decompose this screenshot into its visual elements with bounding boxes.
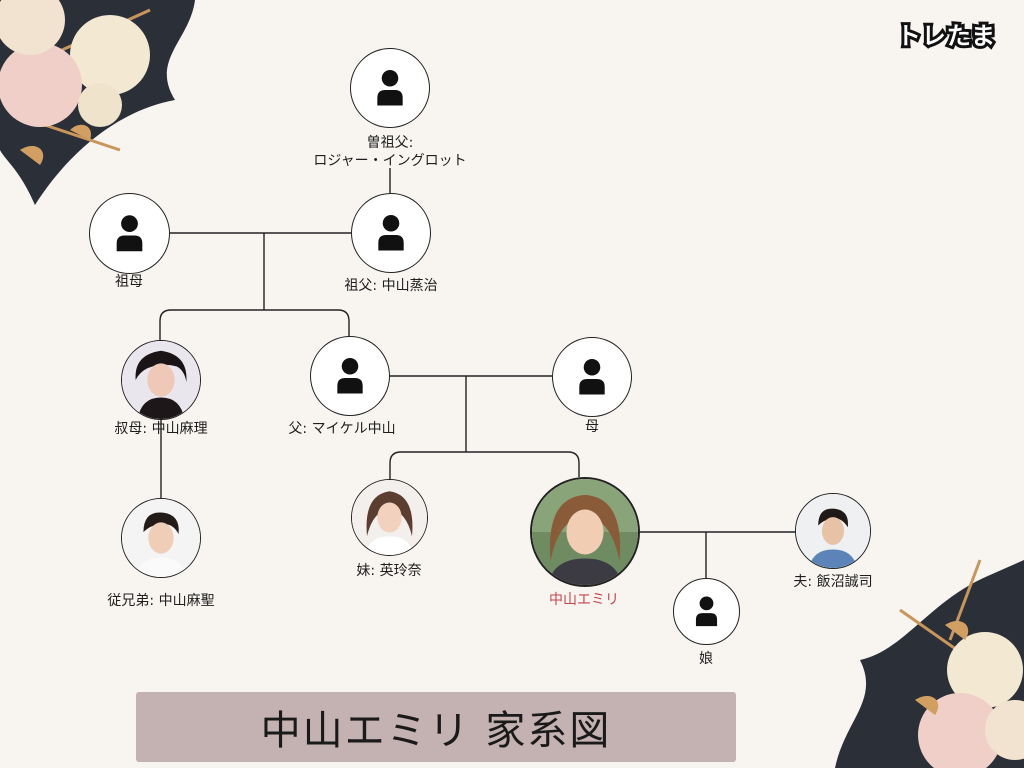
label-grandfather: 祖父: 中山蒸治 [344, 278, 438, 294]
node-great-grandfather [350, 48, 430, 128]
label-cousin: 従兄弟: 中山麻聖 [107, 593, 215, 609]
label-emiri: 中山エミリ [549, 592, 619, 608]
label-great-grandfather-line1: 曽祖父: [366, 135, 414, 151]
person-silhouette-icon [116, 215, 143, 252]
node-emiri [530, 477, 640, 587]
node-daughter [673, 578, 740, 645]
node-cousin [121, 498, 201, 578]
label-husband: 夫: 飯沼誠司 [793, 574, 873, 590]
node-grandmother [89, 193, 170, 274]
label-great-grandfather-line2: ロジャー・イングロット [313, 153, 467, 169]
node-aunt [121, 340, 201, 420]
brand-logo: トレたま [894, 19, 998, 53]
person-silhouette-icon [695, 596, 718, 627]
person-silhouette-icon [377, 69, 403, 106]
floral-decoration-top-left [0, 0, 195, 205]
node-father [310, 336, 390, 416]
label-mother: 母 [585, 419, 599, 435]
label-grandmother: 祖母 [115, 274, 143, 290]
label-father: 父: マイケル中山 [288, 421, 396, 437]
connector-grandparents-children [159, 233, 350, 340]
aunt-portrait-photo [122, 341, 200, 419]
emiri-portrait-photo [532, 479, 638, 585]
node-husband [795, 493, 871, 569]
label-aunt: 叔母: 中山麻理 [114, 421, 208, 437]
node-mother [552, 337, 632, 417]
person-silhouette-icon [337, 357, 363, 394]
label-daughter: 娘 [699, 651, 713, 667]
label-sister: 妹: 英玲奈 [356, 563, 422, 579]
husband-portrait-photo [796, 494, 870, 568]
title-banner: 中山エミリ 家系図 [136, 692, 736, 762]
connector-parents-children [389, 376, 580, 480]
person-silhouette-icon [579, 358, 605, 395]
page-title: 中山エミリ 家系図 [260, 708, 612, 754]
node-grandfather [351, 193, 431, 273]
sister-portrait-photo [352, 480, 427, 555]
person-silhouette-icon [378, 214, 404, 251]
floral-decoration-bottom-right [835, 559, 1024, 768]
cousin-portrait-photo [122, 499, 200, 577]
label-great-grandfather: 曽祖父: ロジャー・イングロット [313, 134, 466, 170]
node-sister [351, 479, 428, 556]
